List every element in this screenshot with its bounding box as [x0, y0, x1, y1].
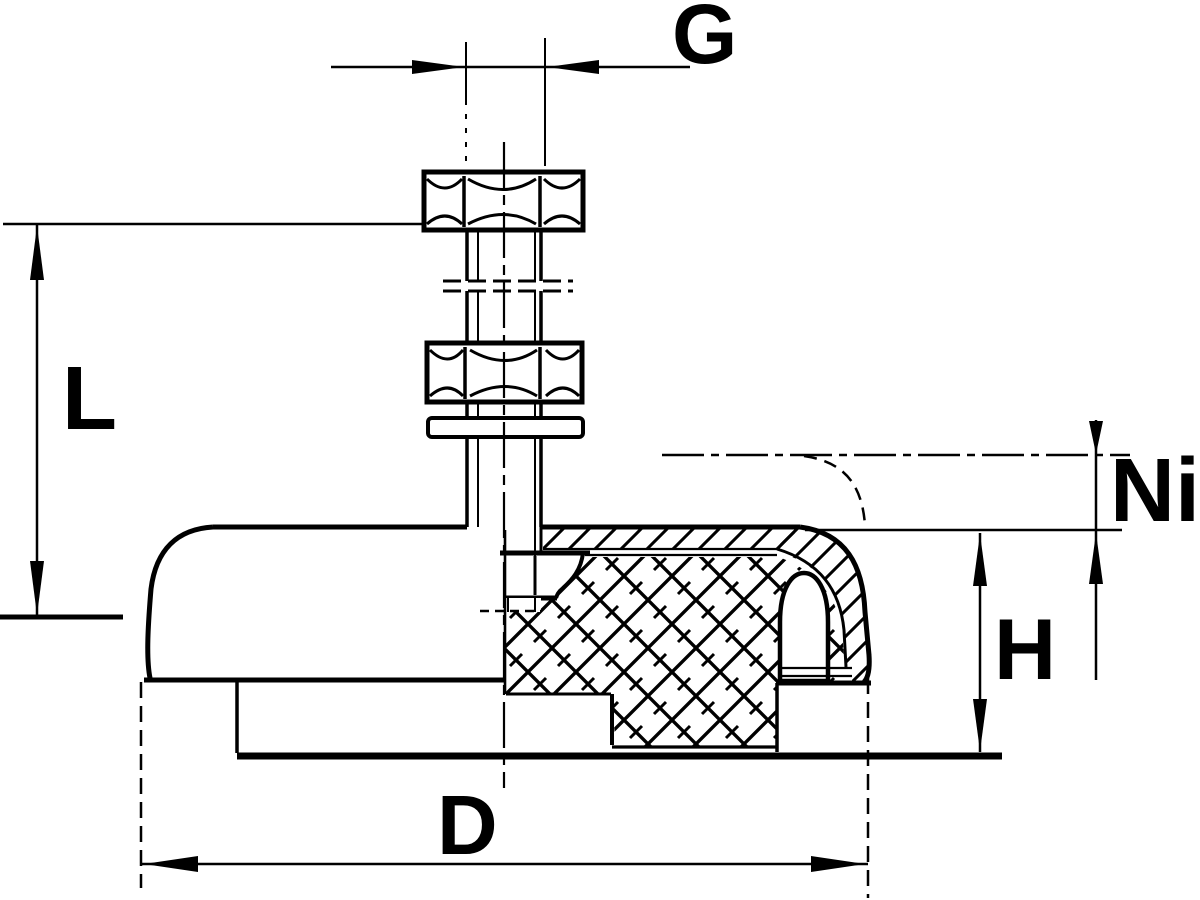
dimension-g: G [331, 0, 737, 166]
raised-position-arc [803, 454, 867, 526]
dimension-h: H [805, 528, 1122, 752]
dimension-ni: Ni [662, 420, 1200, 680]
arrowhead [30, 561, 44, 615]
arrowhead [547, 60, 599, 74]
arrowhead [144, 856, 198, 872]
stud-end-hidden [480, 598, 541, 613]
arrowhead [1089, 421, 1103, 454]
arrowhead [973, 534, 987, 586]
label-base-diameter: D [437, 778, 498, 872]
threaded-stud [443, 230, 573, 556]
arrowhead [30, 226, 44, 280]
label-level-adjust: Ni [1110, 441, 1200, 541]
washer [426, 416, 585, 439]
embedded-hex-nut [500, 550, 590, 601]
label-base-height: H [994, 602, 1056, 698]
dome-housing-outline [144, 524, 872, 753]
rubber-section-fill [506, 557, 852, 747]
label-stud-length: L [62, 349, 117, 449]
arrowhead [811, 856, 865, 872]
arrowhead [412, 60, 464, 74]
rubber-arch-cavity [777, 570, 831, 684]
arrowhead [973, 699, 987, 751]
dimension-l: L [0, 222, 424, 620]
arrowhead [1089, 533, 1103, 584]
label-thread: G [672, 0, 737, 81]
dimension-d: D [139, 678, 870, 898]
